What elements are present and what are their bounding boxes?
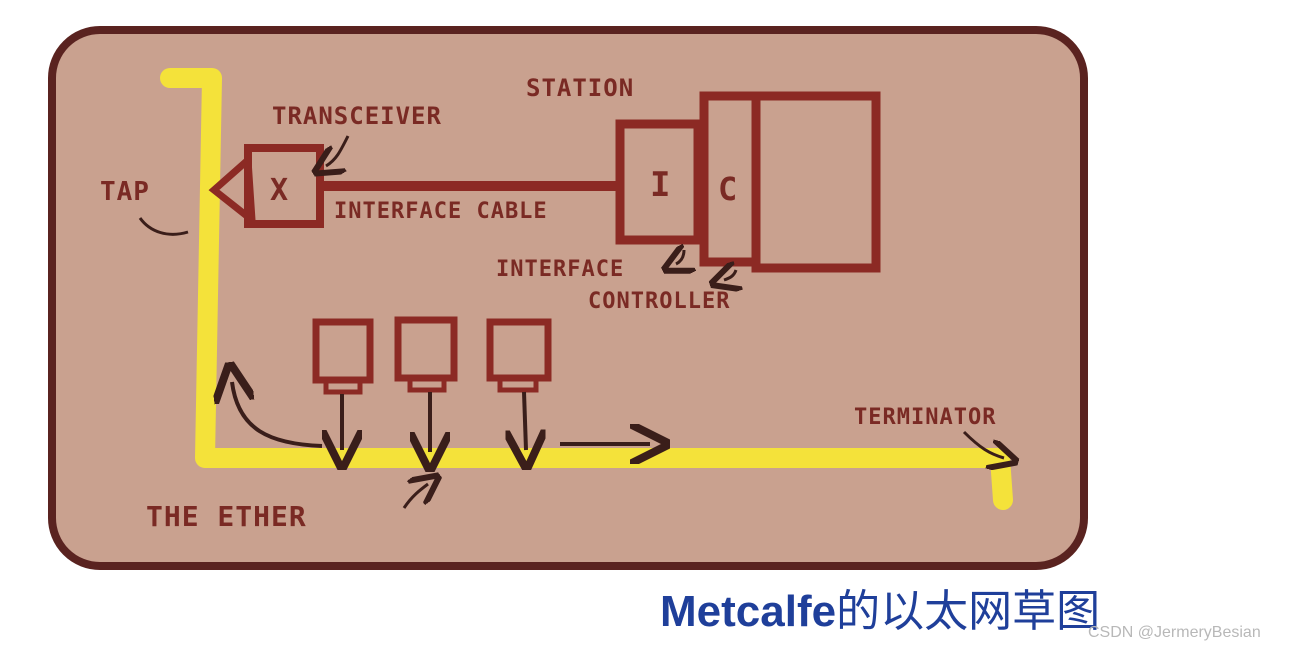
label-interface: INTERFACE [496,257,624,282]
small-station-1 [312,318,374,395]
small-station-3 [486,318,552,393]
transceiver-mark: X [270,173,289,208]
small-station-2 [394,316,458,393]
label-terminator: TERMINATOR [854,405,996,430]
interface-mark: I [650,165,671,205]
label-interface-cable: INTERFACE CABLE [334,199,548,224]
station-box [751,91,881,273]
figure-caption: Metcalfe的以太网草图 [660,584,1100,640]
label-pointers [138,135,1004,509]
packet-arrows [232,382,650,452]
label-station: STATION [526,74,634,102]
controller-mark: C [718,170,738,208]
label-transceiver: TRANSCEIVER [272,102,442,130]
watermark: CSDN @JermeryBesian [1088,624,1261,641]
caption-latin: Metcalfe [660,587,837,636]
label-the-ether: THE ETHER [146,500,307,533]
interface-box [615,119,703,245]
label-tap: TAP [100,177,150,207]
label-controller: CONTROLLER [588,289,730,314]
caption-cjk: 的以太网草图 [836,586,1101,637]
ether-cable [160,68,1013,510]
